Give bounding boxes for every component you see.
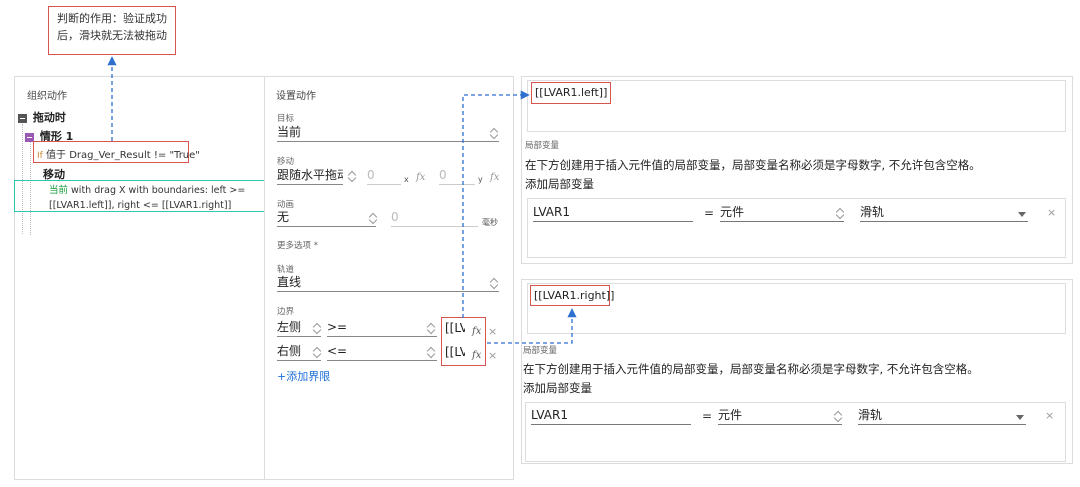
- move-type-arrow[interactable]: [348, 170, 355, 183]
- condition-text: 值于 Drag_Ver_Result != "True": [46, 150, 200, 161]
- right-bound-op-arrow[interactable]: [427, 346, 434, 359]
- left-bound-editor: [521, 76, 1073, 264]
- set-action-title: 设置动作: [276, 91, 316, 102]
- move-y-input[interactable]: 0: [439, 167, 475, 185]
- annotation-callout: 判断的作用：验证成功 后，滑块就无法被拖动: [48, 6, 176, 55]
- condition-highlight: [33, 141, 189, 163]
- detail-line-1: with drag X with boundaries: left >=: [68, 185, 246, 196]
- case-label: 情形 1: [39, 130, 74, 143]
- animation-unit: 毫秒: [482, 218, 498, 227]
- right-bound-remove-icon[interactable]: ×: [488, 349, 498, 362]
- left-bound-side-arrow[interactable]: [313, 322, 320, 335]
- tree-guide: [30, 140, 31, 235]
- right-bound-fx-icon[interactable]: fx: [472, 350, 482, 361]
- condition-row[interactable]: If 值于 Drag_Ver_Result != "True": [37, 146, 200, 161]
- right-var-widget-select[interactable]: 滑轨: [858, 407, 1026, 425]
- annotation-line-2: 后，滑块就无法被拖动: [57, 29, 167, 42]
- tree-guide: [22, 124, 23, 234]
- left-add-local-var-link[interactable]: 添加局部变量: [525, 177, 594, 191]
- left-var-type-select[interactable]: 元件: [720, 204, 844, 222]
- bounds-value-highlight: [441, 317, 486, 366]
- right-var-equals: =: [702, 409, 713, 423]
- annotation-line-1: 判断的作用：验证成功: [57, 12, 167, 25]
- right-var-type-select[interactable]: 元件: [718, 407, 842, 425]
- left-var-type-arrow[interactable]: [836, 207, 843, 220]
- left-var-remove-icon[interactable]: ×: [1047, 206, 1057, 219]
- left-var-widget-dropdown-icon[interactable]: [1018, 212, 1026, 217]
- case-node[interactable]: 情形 1: [25, 128, 73, 144]
- animation-duration-input[interactable]: 0: [391, 209, 478, 227]
- right-var-type-arrow[interactable]: [834, 410, 841, 423]
- animation-select-arrow[interactable]: [369, 212, 376, 225]
- right-add-local-var-link[interactable]: 添加局部变量: [523, 381, 592, 395]
- action-node[interactable]: 移动: [43, 168, 65, 181]
- left-var-equals: =: [704, 206, 715, 220]
- detail-line-2: [[LVAR1.left]], right <= [[LVAR1.right]]: [49, 200, 232, 211]
- left-bound-fx-icon[interactable]: fx: [472, 326, 482, 337]
- move-x-label: x: [404, 175, 409, 184]
- right-local-var-desc: 在下方创建用于插入元件值的局部变量，局部变量名称必须是字母数字, 不允许包含空格…: [523, 362, 979, 376]
- animation-label: 动画: [277, 200, 295, 210]
- right-var-widget-dropdown-icon[interactable]: [1016, 415, 1024, 420]
- move-type-select[interactable]: 跟随水平拖动: [277, 167, 343, 185]
- left-bound-op-arrow[interactable]: [427, 322, 434, 335]
- left-var-name-input[interactable]: LVAR1: [533, 204, 693, 222]
- right-local-var-row: [525, 402, 1066, 462]
- bounds-label: 边界: [277, 307, 295, 317]
- target-label: 目标: [277, 114, 295, 124]
- left-bound-remove-icon[interactable]: ×: [488, 325, 498, 338]
- animation-select[interactable]: 无: [277, 209, 376, 227]
- detail-target: 当前: [49, 185, 69, 196]
- organize-actions-title: 组织动作: [27, 91, 67, 102]
- right-expression-highlight: [530, 285, 610, 306]
- left-bound-side-select[interactable]: 左侧: [277, 319, 321, 337]
- right-bound-editor: [521, 279, 1073, 464]
- track-select-arrow[interactable]: [490, 277, 497, 290]
- left-local-var-desc: 在下方创建用于插入元件值的局部变量，局部变量名称必须是字母数字, 不允许包含空格…: [525, 158, 981, 172]
- right-bound-value-input[interactable]: [[LV: [445, 345, 465, 359]
- left-expression-highlight: [531, 82, 611, 104]
- right-bound-side-arrow[interactable]: [313, 346, 320, 359]
- target-select-arrow[interactable]: [490, 127, 497, 140]
- right-local-var-title: 局部变量: [523, 346, 558, 356]
- move-label: 移动: [277, 157, 295, 167]
- collapse-icon[interactable]: [18, 113, 27, 123]
- right-bound-side-select[interactable]: 右侧: [277, 343, 321, 361]
- track-select[interactable]: 直线: [277, 274, 499, 292]
- move-y-label: y: [478, 175, 483, 184]
- action-detail-row[interactable]: 当前 with drag X with boundaries: left >= …: [14, 180, 264, 212]
- right-expression-text: [[LVAR1.right]]: [534, 289, 615, 302]
- move-y-fx-icon[interactable]: fx: [490, 172, 500, 183]
- case-collapse-icon[interactable]: [25, 132, 34, 142]
- left-var-widget-select[interactable]: 滑轨: [860, 204, 1028, 222]
- left-expression-text: [[LVAR1.left]]: [535, 86, 608, 99]
- right-var-name-input[interactable]: LVAR1: [531, 407, 691, 425]
- left-bound-value-input[interactable]: [[LV: [445, 321, 465, 335]
- move-x-fx-icon[interactable]: fx: [416, 172, 426, 183]
- add-bound-link[interactable]: +添加界限: [277, 370, 331, 383]
- event-node[interactable]: 拖动时: [18, 109, 66, 125]
- event-label: 拖动时: [32, 111, 66, 124]
- right-var-remove-icon[interactable]: ×: [1045, 409, 1055, 422]
- move-x-input[interactable]: 0: [367, 167, 401, 185]
- left-bound-op-select[interactable]: >=: [327, 319, 437, 337]
- track-label: 轨道: [277, 265, 295, 275]
- more-options-toggle[interactable]: 更多选项 *: [277, 241, 318, 251]
- condition-prefix: If: [37, 151, 43, 161]
- left-local-var-title: 局部变量: [525, 141, 560, 151]
- target-select[interactable]: 当前: [277, 124, 499, 142]
- right-bound-op-select[interactable]: <=: [327, 343, 437, 361]
